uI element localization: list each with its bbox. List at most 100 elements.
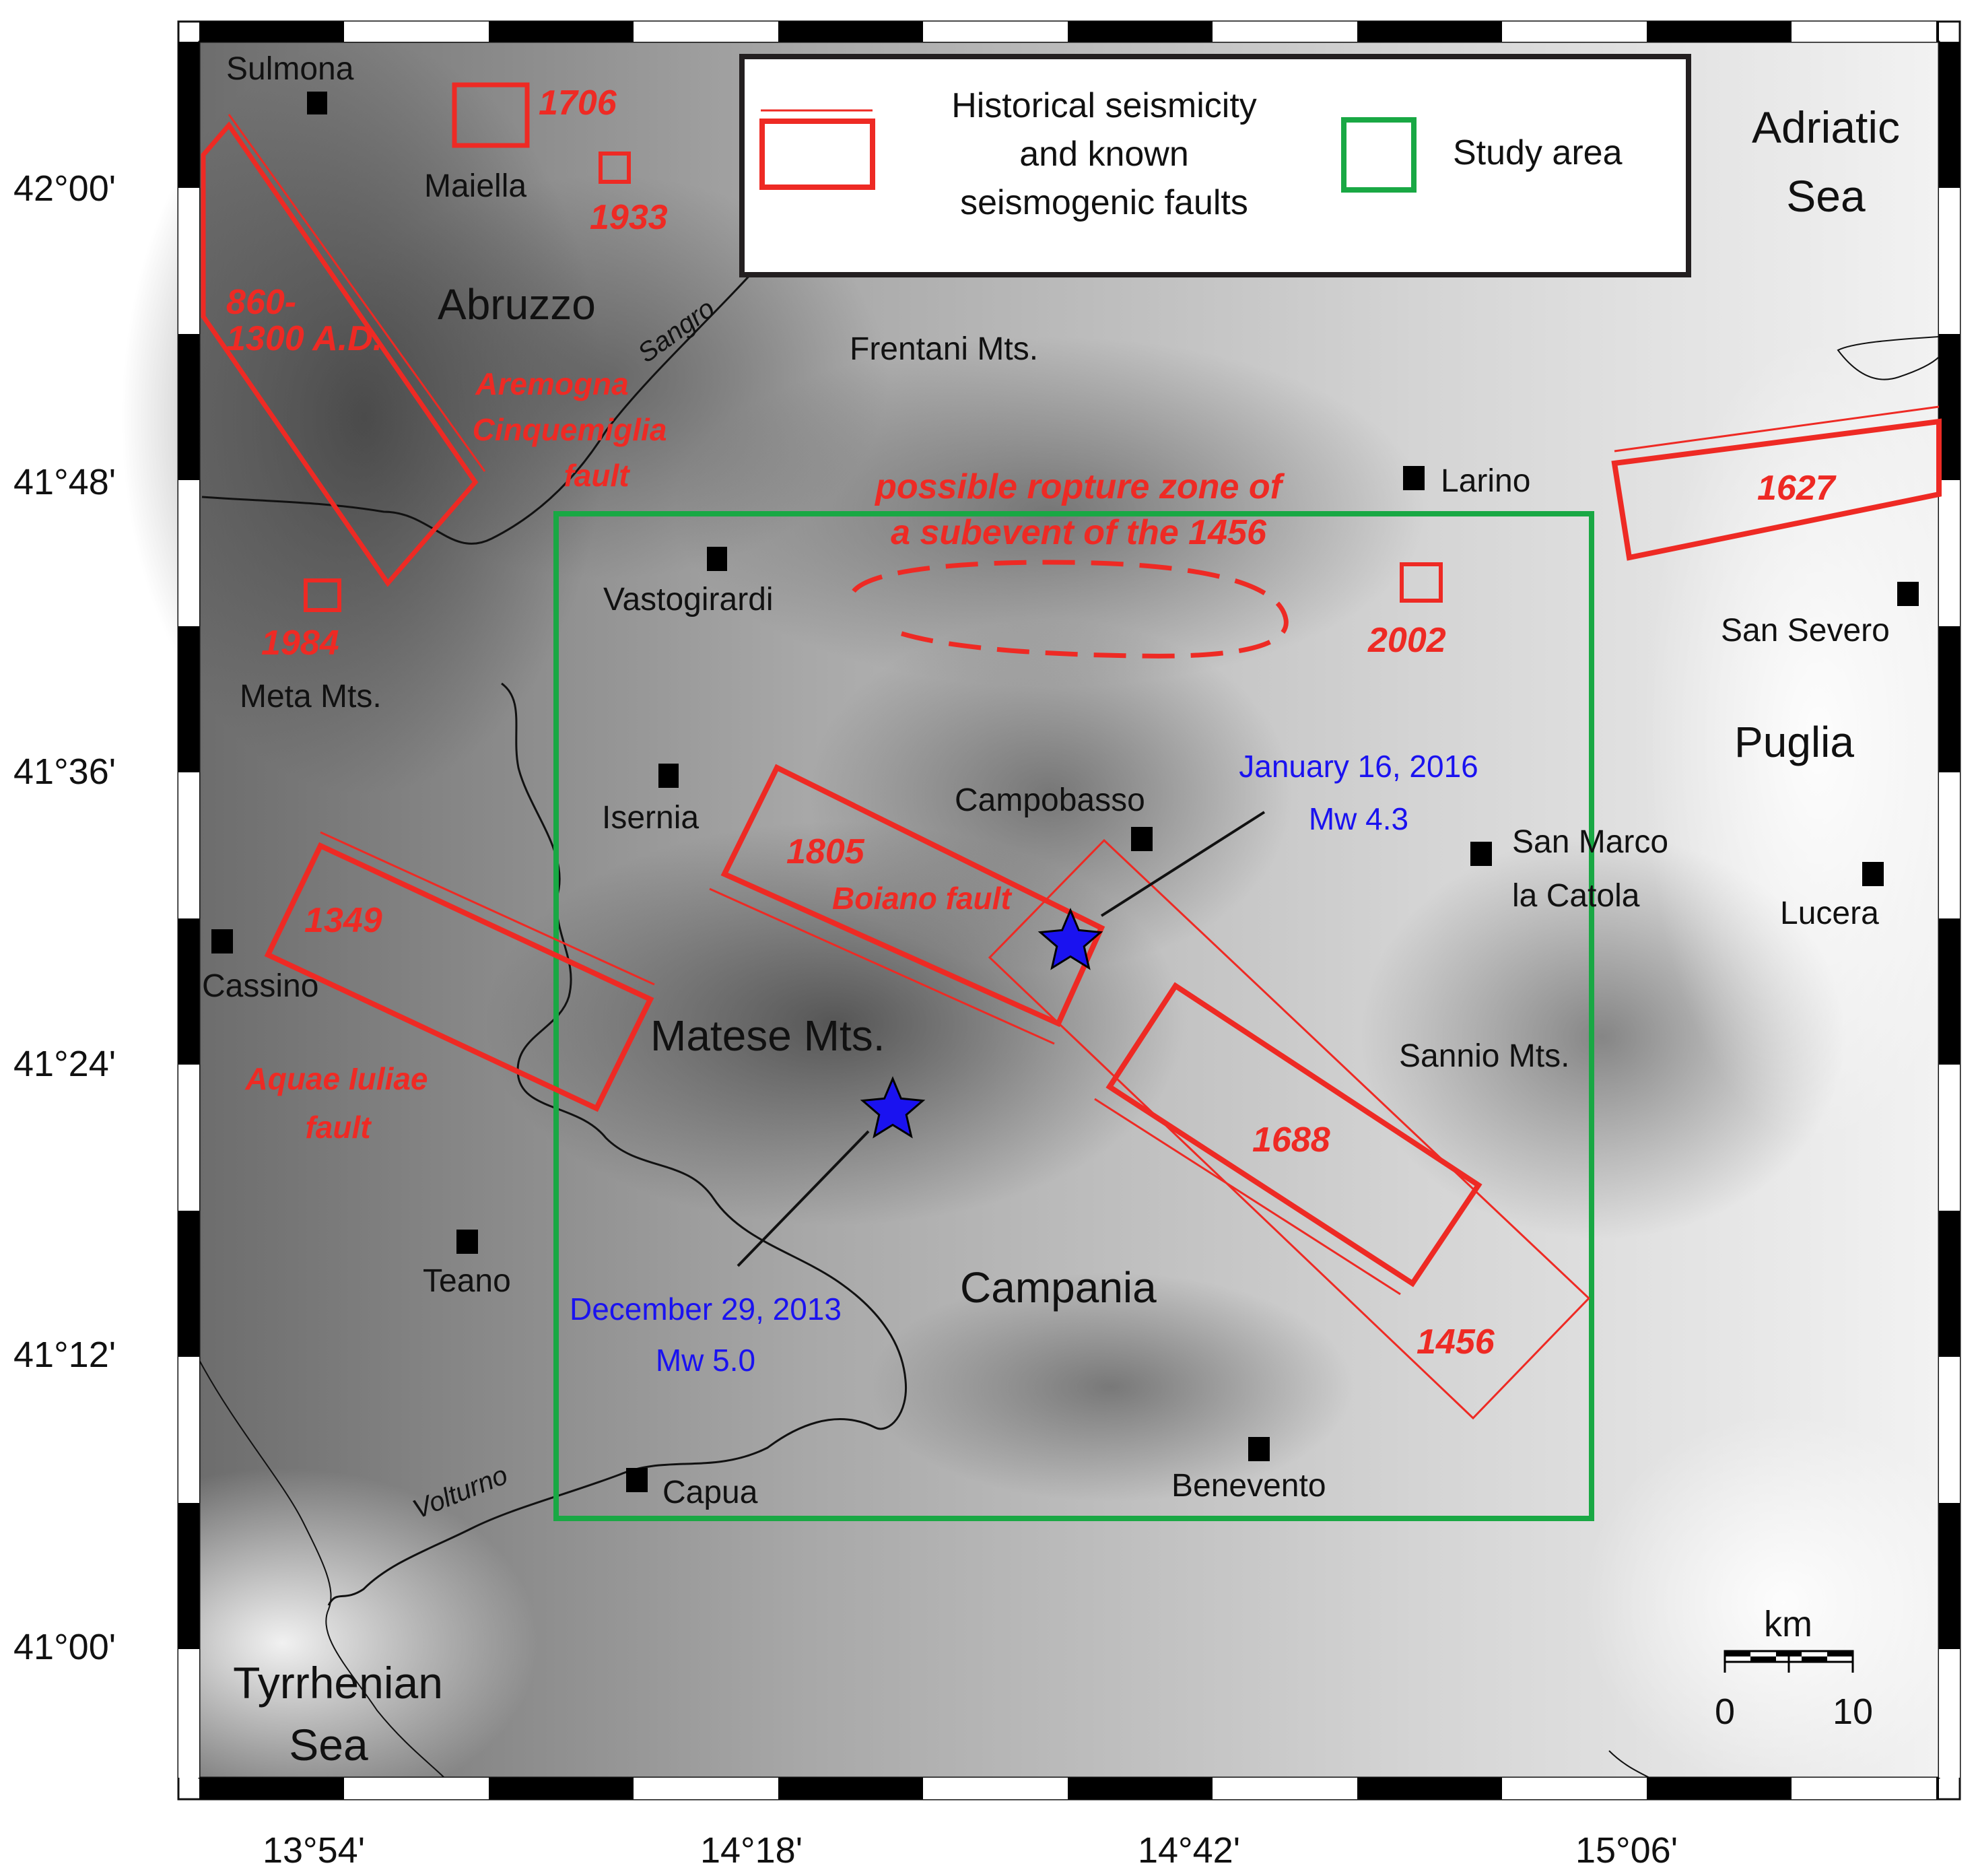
map-frame bbox=[177, 20, 1961, 1801]
legend-historical-line-1: Historical seismicity bbox=[951, 86, 1257, 125]
label-matese-mts: Matese Mts. bbox=[650, 1011, 885, 1060]
scale-unit: km bbox=[1764, 1604, 1812, 1644]
san-severo-marker bbox=[1897, 582, 1919, 606]
frame-bar-segment bbox=[178, 1357, 199, 1503]
frame-bar-segment bbox=[344, 1778, 489, 1799]
rivers-boundaries bbox=[199, 257, 1940, 1778]
frame-bar-segment bbox=[1939, 188, 1960, 334]
epicenter-2016-star bbox=[1037, 908, 1103, 970]
source-box-1688 bbox=[1105, 982, 1482, 1287]
lat-tick-4: 41°12' bbox=[13, 1335, 116, 1375]
lon-tick-labels: 13°54' 14°18' 14°42' 15°06' bbox=[263, 1830, 1678, 1871]
label-vastogirardi: Vastogirardi bbox=[603, 582, 774, 617]
label-tyrrhenian-2: Sea bbox=[289, 1720, 368, 1770]
source-box-1984 bbox=[304, 578, 341, 612]
label-aquae-2: fault bbox=[305, 1110, 372, 1145]
label-adriatic-2: Sea bbox=[1786, 171, 1866, 221]
boiano-fault-trace bbox=[709, 887, 1055, 1045]
larino-marker bbox=[1403, 466, 1425, 490]
legend-historical-line-2: and known bbox=[1019, 135, 1189, 174]
cassino-marker bbox=[211, 929, 233, 953]
lat-tick-1: 41°48' bbox=[13, 462, 116, 502]
frame-bar-segment bbox=[1647, 1778, 1792, 1799]
label-aremogna-2: Cinquemiglia bbox=[473, 412, 667, 447]
legend-study-area-label: Study area bbox=[1453, 133, 1623, 172]
label-meta-mts: Meta Mts. bbox=[240, 679, 382, 714]
adriatic-coast bbox=[1837, 336, 1940, 380]
study-area-rectangle bbox=[553, 511, 1594, 1521]
label-860-2: 1300 A.D. bbox=[226, 319, 382, 358]
label-2002: 2002 bbox=[1367, 621, 1446, 660]
frame-bar-segment bbox=[178, 1503, 199, 1649]
aquae-iuliae-trace bbox=[320, 831, 655, 986]
frame-bar-segment bbox=[1502, 1778, 1647, 1799]
legend: Historical seismicity and known seismoge… bbox=[739, 54, 1691, 277]
frame-bar-segment bbox=[489, 22, 634, 42]
source-1688-trace bbox=[1094, 1098, 1401, 1296]
label-aremogna-3: fault bbox=[564, 458, 630, 493]
aquae-iuliae-polygon bbox=[264, 842, 654, 1112]
seismogenic-structures bbox=[201, 82, 1942, 1420]
label-cassino: Cassino bbox=[202, 968, 318, 1004]
tyrrhenian-coast bbox=[199, 1360, 445, 1778]
frame-bar-segment bbox=[1939, 772, 1960, 918]
frame-bar-segment bbox=[1792, 22, 1936, 42]
aremogna-fault-polygon bbox=[201, 121, 479, 587]
label-1805: 1805 bbox=[786, 832, 865, 871]
label-sannio-mts: Sannio Mts. bbox=[1399, 1038, 1569, 1074]
fault-labels: Aremogna Cinquemiglia fault Aquae Iuliae… bbox=[245, 366, 1013, 1145]
source-box-1456 bbox=[988, 838, 1591, 1420]
frame-graticule-bars bbox=[178, 22, 1960, 1799]
label-campania: Campania bbox=[960, 1263, 1157, 1312]
frame-bar-segment bbox=[634, 22, 778, 42]
label-puglia: Puglia bbox=[1734, 718, 1854, 766]
label-sulmona: Sulmona bbox=[226, 51, 354, 87]
legend-box bbox=[739, 54, 1691, 277]
frame-bar-segment bbox=[1213, 22, 1357, 42]
frame-bar-segment bbox=[199, 22, 344, 42]
label-adriatic-1: Adriatic bbox=[1752, 102, 1900, 152]
label-san-marco-1: San Marco bbox=[1512, 824, 1668, 860]
label-1933: 1933 bbox=[590, 198, 668, 237]
label-isernia: Isernia bbox=[602, 800, 699, 836]
scale-bar: km 0 10 bbox=[1715, 1604, 1873, 1732]
event-2016-leader bbox=[1100, 811, 1266, 917]
capua-marker bbox=[626, 1468, 648, 1492]
label-860-1: 860- bbox=[226, 283, 296, 322]
label-1627: 1627 bbox=[1757, 469, 1837, 508]
scale-label-10: 10 bbox=[1833, 1691, 1873, 1732]
benevento-marker bbox=[1248, 1437, 1270, 1461]
label-teano: Teano bbox=[423, 1263, 511, 1299]
label-subevent-1: possible ropture zone of bbox=[874, 467, 1285, 506]
label-maiella: Maiella bbox=[424, 168, 526, 204]
earthquake-events: January 16, 2016 Mw 4.3 December 29, 201… bbox=[570, 749, 1478, 1378]
event-2016-magnitude: Mw 4.3 bbox=[1309, 801, 1408, 836]
lon-tick-3: 15°06' bbox=[1575, 1830, 1678, 1871]
frame-bar-segment bbox=[1936, 1778, 1939, 1799]
frame-bar-segment bbox=[178, 188, 199, 334]
label-frentani-mts: Frentani Mts. bbox=[850, 331, 1038, 367]
frame-bar-segment bbox=[178, 918, 199, 1065]
frame-bar-segment bbox=[1792, 1778, 1936, 1799]
epicenter-2013-star bbox=[860, 1076, 926, 1139]
frame-bar-segment bbox=[1939, 1503, 1960, 1649]
frame-bar-segment bbox=[1936, 22, 1939, 42]
label-san-marco-2: la Catola bbox=[1512, 878, 1640, 914]
frame-bar-segment bbox=[1939, 334, 1960, 480]
label-1349: 1349 bbox=[304, 901, 382, 940]
frame-bar-segment bbox=[1357, 22, 1502, 42]
vastogirardi-marker bbox=[707, 547, 727, 571]
label-campobasso: Campobasso bbox=[955, 782, 1145, 818]
frame-bar-segment bbox=[178, 1649, 199, 1778]
frame-bar-segment bbox=[1939, 42, 1960, 188]
frame-bar-segment bbox=[178, 1211, 199, 1357]
source-box-1933 bbox=[599, 152, 631, 184]
lat-tick-5: 41°00' bbox=[13, 1627, 116, 1667]
frame-bar-segment bbox=[178, 480, 199, 626]
frame-bar-segment bbox=[1502, 22, 1647, 42]
lat-tick-3: 41°24' bbox=[13, 1044, 116, 1084]
label-benevento: Benevento bbox=[1171, 1468, 1326, 1504]
frame-bar-segment bbox=[634, 1778, 778, 1799]
frame-bar-segment bbox=[1939, 480, 1960, 626]
